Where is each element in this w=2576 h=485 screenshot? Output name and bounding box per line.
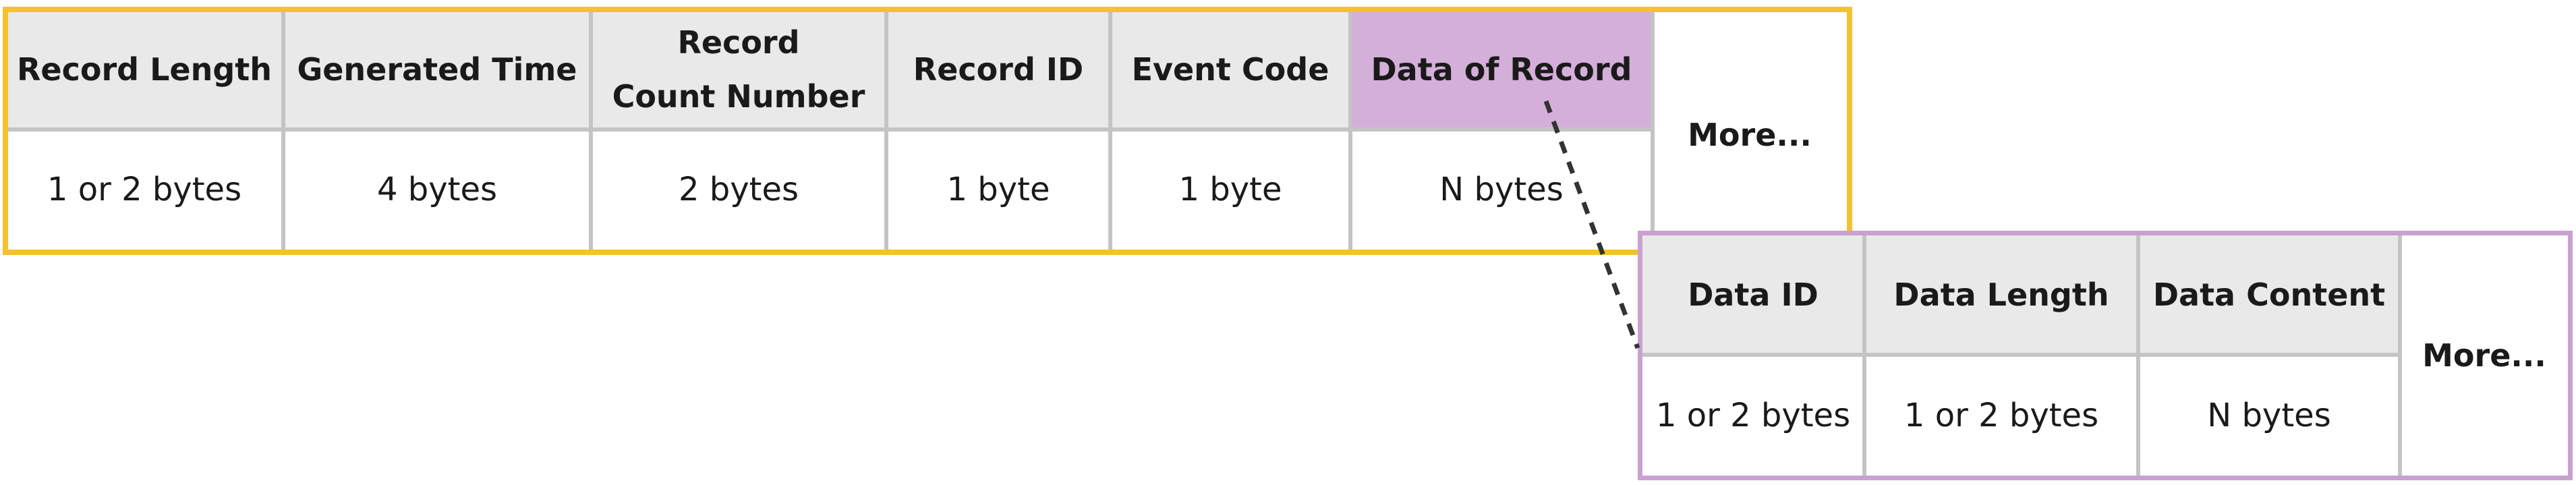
record-length-header: Record Length [5,9,283,130]
record-id-header-label: Record ID [913,51,1084,88]
record-count-number-header-line-2: Count Number [612,78,865,115]
record-count-number-header-line-1: Record [677,24,800,61]
data-id-header-label: Data ID [1688,277,1819,313]
record-count-number-header: Record Count Number [591,9,886,130]
record-length-value: 1 or 2 bytes [5,130,283,250]
data-of-record-header: Data of Record [1350,9,1653,130]
record-count-number-value: 2 bytes [591,130,886,250]
data-row-divider [1642,353,2400,357]
data-length-value-text: 1 or 2 bytes [1904,397,2099,434]
data-content-value: N bytes [2138,355,2400,476]
record-row-divider [5,127,1653,132]
data-id-value-text: 1 or 2 bytes [1655,397,1851,434]
data-length-header: Data Length [1864,235,2138,355]
generated-time-header-label: Generated Time [297,51,577,88]
data-length-value: 1 or 2 bytes [1864,355,2138,476]
record-column-divider [1651,9,1655,251]
data-length-header-label: Data Length [1893,277,2109,313]
data-content-header-label: Data Content [2152,277,2386,313]
data-more-label: More... [2422,337,2546,374]
connector-dashed-line [1543,100,1640,349]
record-id-header: Record ID [886,9,1110,130]
record-id-value: 1 byte [886,130,1110,250]
record-more-cell: More... [1653,9,1847,260]
generated-time-value-text: 4 bytes [376,171,498,208]
record-more-label: More... [1688,117,1812,153]
record-column-divider [281,9,285,251]
data-content-header: Data Content [2138,235,2400,355]
data-of-record-header-label: Data of Record [1371,51,1632,88]
record-id-value-text: 1 byte [946,171,1050,208]
generated-time-value: 4 bytes [283,130,591,250]
record-column-divider [1348,9,1352,251]
data-of-record-value: N bytes [1350,130,1653,250]
event-code-header-label: Event Code [1131,51,1329,88]
generated-time-header: Generated Time [283,9,591,130]
record-length-value-text: 1 or 2 bytes [47,171,242,208]
record-count-number-value-text: 2 bytes [678,171,799,208]
data-of-record-value-text: N bytes [1439,171,1564,208]
data-column-divider [2136,235,2140,476]
event-code-header: Event Code [1110,9,1350,130]
record-length-header-label: Record Length [16,51,273,88]
data-more-cell: More... [2400,235,2569,476]
data-column-divider [2398,235,2402,476]
record-column-divider [589,9,593,251]
record-column-divider [884,9,888,251]
data-content-value-text: N bytes [2207,397,2331,434]
data-id-value: 1 or 2 bytes [1642,355,1864,476]
data-id-header: Data ID [1642,235,1864,355]
data-column-divider [1862,235,1866,476]
record-column-divider [1108,9,1112,251]
event-code-value-text: 1 byte [1178,171,1282,208]
event-code-value: 1 byte [1110,130,1350,250]
